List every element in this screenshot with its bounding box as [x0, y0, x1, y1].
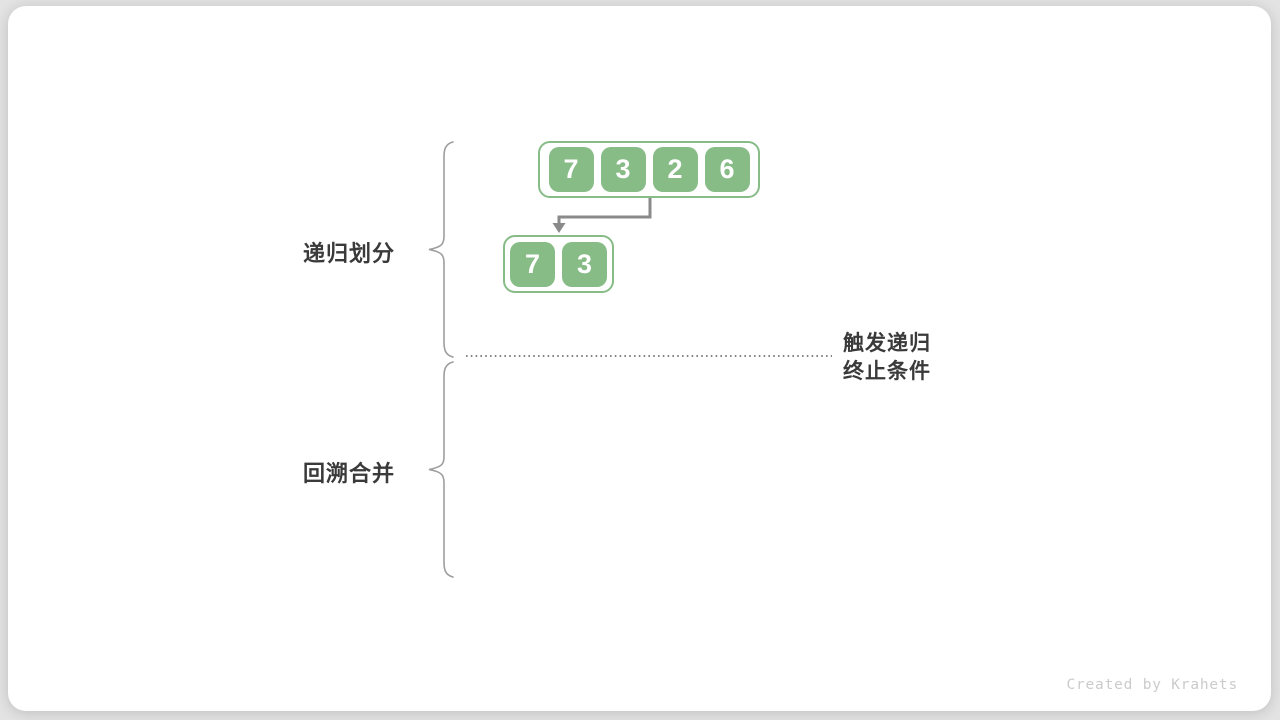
- array-cell: 2: [652, 147, 698, 192]
- array-cell: 7: [548, 147, 594, 192]
- array-cell: 7: [510, 241, 555, 287]
- label-backtrack-merge: 回溯合并: [303, 461, 396, 486]
- array-cell: 3: [600, 147, 646, 192]
- label-termination-condition: 触发递归 终止条件: [843, 332, 931, 383]
- diagram-card: [8, 6, 1271, 711]
- array-cell: 3: [562, 241, 607, 287]
- watermark-credit: Created by Krahets: [1066, 677, 1238, 693]
- label-recursive-divide: 递归划分: [303, 241, 396, 266]
- array-cell: 6: [704, 147, 750, 192]
